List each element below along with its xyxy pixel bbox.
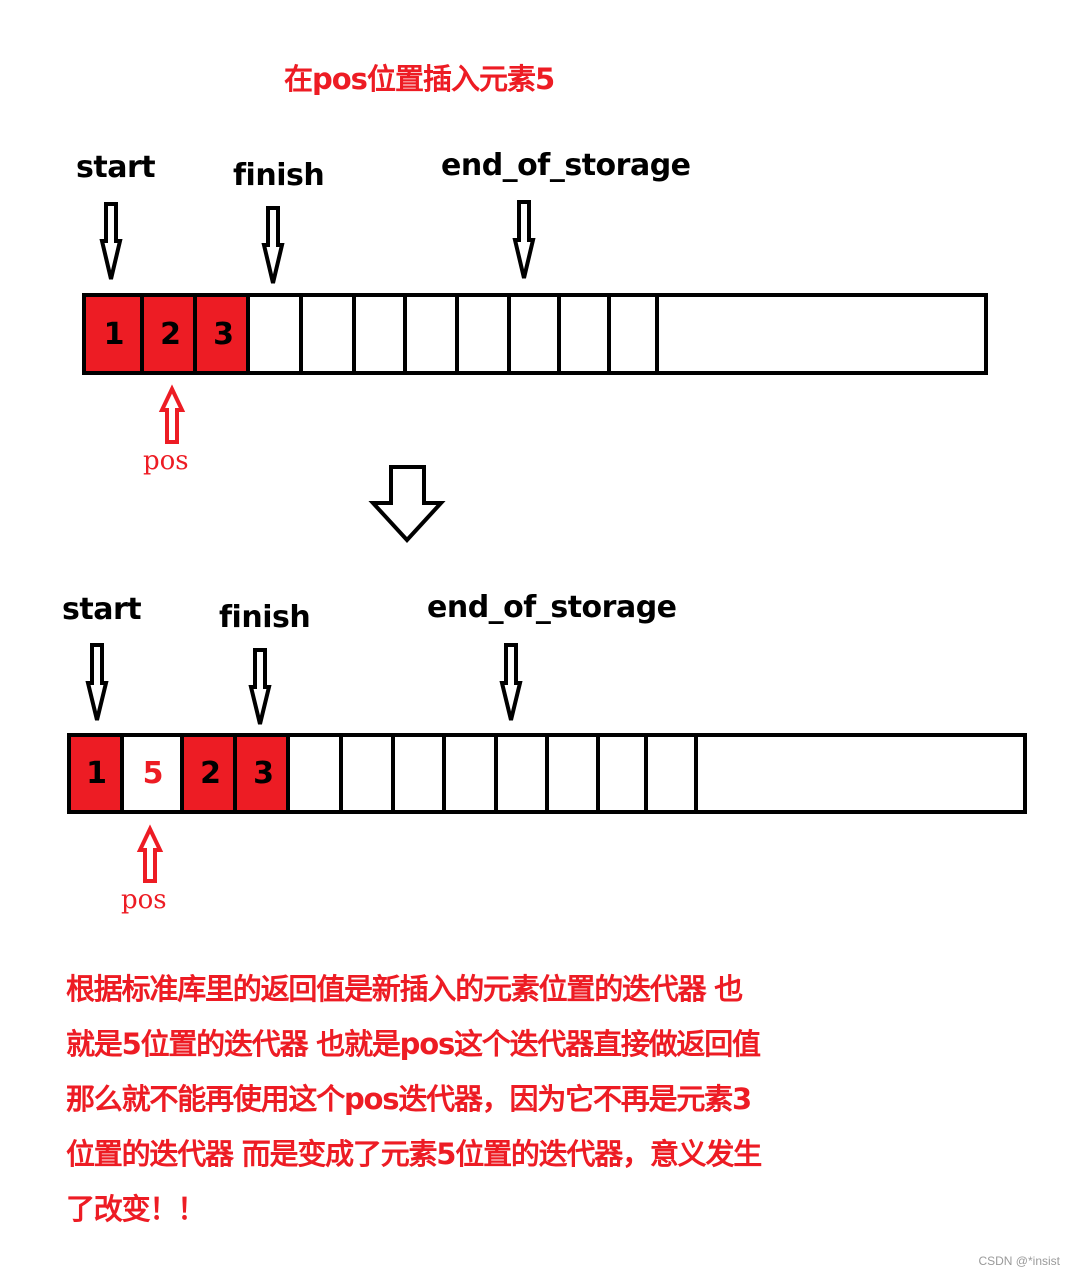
- finish-label: finish: [233, 158, 325, 193]
- cell: 1: [71, 737, 122, 810]
- note-line: 了改变！！: [66, 1192, 206, 1226]
- cell-divider: [455, 297, 459, 371]
- cell-divider: [246, 297, 250, 371]
- cell-divider: [694, 737, 698, 810]
- pos-arrow-icon: [158, 384, 186, 444]
- pos-arrow-icon: [136, 824, 164, 883]
- note-line: 那么就不能再使用这个pos迭代器，因为它不再是元素3: [66, 1082, 752, 1116]
- cell-divider: [442, 737, 446, 810]
- end-of-storage-arrow-icon: [499, 643, 523, 721]
- cell-divider: [140, 297, 144, 371]
- cell-divider: [494, 737, 498, 810]
- end-of-storage-arrow-icon: [512, 200, 536, 279]
- cell: 3: [237, 737, 290, 810]
- cell-divider: [352, 297, 356, 371]
- finish-label: finish: [219, 600, 311, 635]
- diagram-title: 在pos位置插入元素5: [284, 62, 555, 96]
- note-line: 位置的迭代器 而是变成了元素5位置的迭代器，意义发生: [66, 1137, 762, 1171]
- cell-divider: [233, 737, 237, 810]
- transition-arrow-icon: [368, 465, 446, 543]
- vector-array-before: 1 2 3: [82, 293, 988, 375]
- cell: 3: [197, 297, 250, 371]
- cell-divider: [120, 737, 124, 810]
- explanation-note: 根据标准库里的返回值是新插入的元素位置的迭代器 也 就是5位置的迭代器 也就是p…: [66, 962, 886, 1237]
- cell-divider: [655, 297, 659, 371]
- cell-divider: [596, 737, 600, 810]
- cell-divider: [286, 737, 290, 810]
- cell: 2: [144, 297, 197, 371]
- cell-divider: [403, 297, 407, 371]
- end-of-storage-label: end_of_storage: [427, 590, 677, 625]
- cell-divider: [193, 297, 197, 371]
- note-line: 根据标准库里的返回值是新插入的元素位置的迭代器 也: [66, 972, 743, 1006]
- watermark: CSDN @*insist: [978, 1254, 1060, 1268]
- cell-divider: [557, 297, 561, 371]
- start-arrow-icon: [99, 202, 123, 280]
- cell-divider: [391, 737, 395, 810]
- note-line: 就是5位置的迭代器 也就是pos这个迭代器直接做返回值: [66, 1027, 761, 1061]
- cell-divider: [644, 737, 648, 810]
- cell: 1: [86, 297, 142, 371]
- start-label: start: [76, 150, 156, 185]
- start-label: start: [62, 592, 142, 627]
- end-of-storage-label: end_of_storage: [441, 148, 691, 183]
- cell-divider: [607, 297, 611, 371]
- inserted-cell: 5: [142, 756, 164, 791]
- cell-divider: [545, 737, 549, 810]
- cell-divider: [339, 737, 343, 810]
- cell-divider: [299, 297, 303, 371]
- finish-arrow-icon: [248, 648, 272, 725]
- cell: 2: [184, 737, 237, 810]
- pos-label: pos: [143, 446, 189, 476]
- vector-array-after: 1 5 2 3: [67, 733, 1027, 814]
- start-arrow-icon: [85, 643, 109, 721]
- finish-arrow-icon: [261, 206, 285, 284]
- cell-divider: [507, 297, 511, 371]
- pos-label: pos: [121, 885, 167, 915]
- cell-divider: [180, 737, 184, 810]
